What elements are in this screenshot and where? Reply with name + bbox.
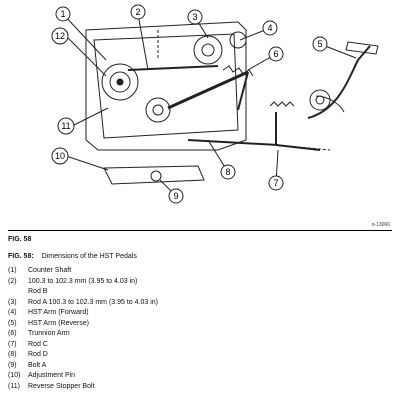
legend-num: (9) <box>8 361 17 369</box>
figure-caption: FIG. 58: Dimensions of the HST Pedals <box>8 253 137 260</box>
callout-9-label: 9 <box>173 191 178 201</box>
legend-text: Counter Shaft <box>28 267 72 274</box>
legend-item: (4) HST Arm (Forward) <box>8 308 392 319</box>
legend-text: Rod C <box>28 340 48 348</box>
callout-12-label: 12 <box>55 31 65 41</box>
legend-text: Rod A 100.3 to 102.3 mm (3.95 to 4.03 in… <box>28 298 158 306</box>
legend-item: (1) Counter Shaft <box>8 266 392 277</box>
legend-item: (11) Reverse Stopper Bolt <box>8 382 392 393</box>
callout-8-label: 8 <box>225 167 230 177</box>
callout-6 <box>268 46 284 62</box>
callout-4-label: 4 <box>267 23 272 33</box>
legend-item: (2) 100.3 to 102.3 mm (3.95 to 4.03 in) <box>8 277 392 288</box>
legend-text: Rod D <box>28 351 48 358</box>
callout-7 <box>268 175 284 191</box>
legend-num: (11) <box>8 382 20 390</box>
callout-4 <box>262 20 278 36</box>
callout-8 <box>220 164 236 180</box>
callout-6-label: 6 <box>273 49 278 59</box>
callout-7-label: 7 <box>273 178 278 188</box>
legend-num: (1) <box>8 267 17 274</box>
legend-num: (4) <box>8 309 17 316</box>
legend-item: (3) Rod A 100.3 to 102.3 mm (3.95 to 4.0… <box>8 298 392 309</box>
callout-9 <box>168 188 184 204</box>
legend-text: HST Arm (Forward) <box>28 309 89 316</box>
hst-pedal-diagram: 1 2 3 4 5 6 7 8 9 10 11 12 n-13066 <box>8 0 392 232</box>
legend-num: (2) <box>8 277 17 285</box>
legend-num: (3) <box>8 298 17 306</box>
legend-text: Reverse Stopper Bolt <box>28 382 95 390</box>
legend-subtext: Rod B <box>28 288 48 295</box>
callout-5-label: 5 <box>317 39 322 49</box>
callout-2-label: 2 <box>135 7 140 17</box>
legend-item: (6) Trunnion Arm <box>8 329 392 340</box>
callout-11-label: 11 <box>61 121 70 131</box>
legend-num: (6) <box>8 330 17 337</box>
legend-item: (8) Rod D <box>8 350 392 361</box>
legend-item: (10) Adjustment Pin <box>8 371 392 382</box>
callout-12 <box>51 27 69 45</box>
legend-text: 100.3 to 102.3 mm (3.95 to 4.03 in) <box>28 277 138 285</box>
legend-text: Adjustment Pin <box>28 372 76 379</box>
legend-item: (9) Bolt A <box>8 361 392 372</box>
figure-label: FIG. 58 <box>8 236 32 243</box>
legend-num: (5) <box>8 319 17 327</box>
callout-10-label: 10 <box>55 151 65 161</box>
legend-text: HST Arm (Reverse) <box>28 319 89 327</box>
caption-fig: FIG. 58: <box>8 253 34 260</box>
callout-2 <box>130 4 146 20</box>
legend-item: (7) Rod C <box>8 340 392 351</box>
figure-code: n-13066 <box>372 222 391 228</box>
legend-num: (7) <box>8 340 17 348</box>
caption-title: Dimensions of the HST Pedals <box>41 253 137 260</box>
figure-rule <box>8 230 392 231</box>
legend-item: (5) HST Arm (Reverse) <box>8 319 392 330</box>
legend-text: Bolt A <box>28 361 47 369</box>
legend-list: (1) Counter Shaft (2) 100.3 to 102.3 mm … <box>8 266 392 392</box>
callout-3-label: 3 <box>192 12 197 22</box>
legend-text: Trunnion Arm <box>28 330 70 337</box>
legend-item-sub: Rod B <box>8 287 392 298</box>
callout-1 <box>55 6 71 22</box>
callout-5 <box>312 36 328 52</box>
mechanical-drawing: 1 2 3 4 5 6 7 8 9 10 11 12 n-13066 <box>51 4 391 228</box>
legend-num: (8) <box>8 351 17 358</box>
callout-11 <box>57 117 75 135</box>
legend-num: (10) <box>8 372 21 379</box>
callout-10 <box>51 147 69 165</box>
callout-1-label: 1 <box>60 9 65 19</box>
callout-3 <box>187 9 203 25</box>
